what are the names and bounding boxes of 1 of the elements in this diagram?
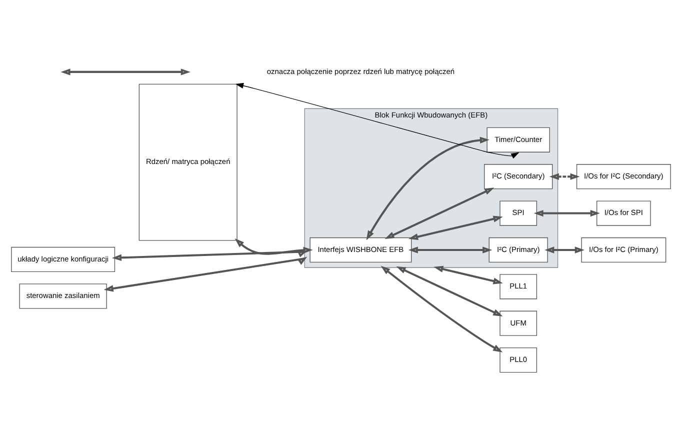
- legend-label: oznacza połączenie poprzez rdzeń lub matrycę połączeń: [266, 66, 455, 76]
